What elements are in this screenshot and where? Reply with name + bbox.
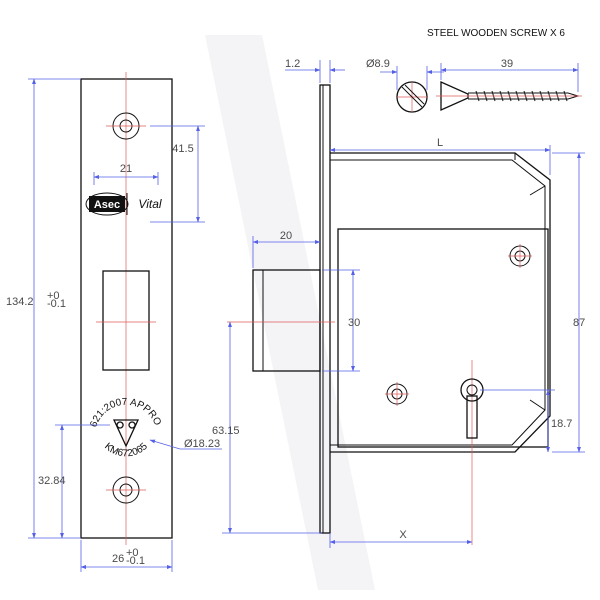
dim-bolt-height-label: 30 (348, 317, 360, 329)
watermark-shape (205, 35, 375, 590)
screw-detail: STEEL WOODEN SCREW X 6 Ø8.9 (366, 28, 582, 113)
dim-faceplate-height: 134.2 +0 -0.1 (6, 78, 81, 539)
dim-top-hole-offset-label: 41.5 (172, 143, 193, 155)
dim-kitemark-diameter: Ø18.23 (149, 438, 222, 450)
brand-logo-left: Asec (94, 199, 120, 211)
lock-case-inner-plate (337, 228, 549, 448)
brand-logo: Asec Vital (85, 192, 162, 216)
dim-body-height-label: 87 (573, 317, 585, 329)
dim-plate-thickness: 1.2 (285, 58, 345, 83)
deadbolt (252, 269, 321, 372)
faceplate-bolt-opening (102, 270, 150, 371)
kite-icon (112, 419, 140, 448)
dim-bottom-hole-offset-label: 32.84 (38, 475, 66, 487)
dim-screw-length-label: 39 (501, 58, 513, 70)
dim-bolt-throw: 20 (252, 230, 321, 268)
dim-keyhole-height-label: 18.7 (551, 418, 572, 430)
dim-faceplate-width-tol-upper: +0 (126, 547, 139, 559)
dim-body-length-label: L (437, 137, 443, 149)
dim-bolt-height: 30 (322, 269, 360, 372)
brand-logo-right: Vital (138, 197, 161, 211)
dim-body-length: L (329, 137, 551, 175)
dim-bolt-center-height: 63.15 (212, 321, 322, 534)
rivet-top-right (508, 244, 532, 268)
dim-faceplate-width: 26 +0 -0.1 (80, 540, 173, 572)
dim-bolt-throw-label: 20 (280, 230, 292, 242)
screw-side-icon (436, 80, 582, 112)
svg-text:KM672065: KM672065 (102, 441, 150, 460)
dim-bottom-hole-offset: 32.84 (38, 424, 110, 539)
dim-logo-width-label: 21 (120, 163, 132, 175)
dim-logo-width: 21 (93, 163, 159, 185)
faceplate-outline (80, 78, 173, 539)
dim-screw-head-label: Ø8.9 (366, 58, 390, 70)
lock-case-outline (330, 152, 551, 453)
faceplate-view: Asec Vital BS3621:2007 APPROVED KM672065… (0, 0, 222, 572)
dim-backset: X (329, 529, 473, 548)
dim-faceplate-height-tol-lower: -0.1 (47, 298, 66, 310)
dim-faceplate-width-tol-lower: -0.1 (126, 555, 145, 567)
dim-body-height: 87 (552, 152, 585, 453)
dim-plate-thickness-label: 1.2 (285, 58, 300, 70)
dim-screw-length: 39 (440, 58, 579, 92)
dim-backset-label: X (399, 529, 407, 541)
dim-kitemark-diameter-label: Ø18.23 (184, 438, 220, 450)
dim-faceplate-height-label: 134.2 (6, 296, 34, 308)
dim-faceplate-height-tol-upper: +0 (47, 290, 60, 302)
kitemark-licence-text: KM672065 (102, 441, 150, 460)
dim-top-hole-offset: 41.5 (150, 125, 205, 223)
screw-title: STEEL WOODEN SCREW X 6 (427, 28, 565, 39)
dim-keyhole-height: 18.7 (480, 389, 572, 453)
screw-head-icon (396, 81, 428, 113)
lockbody-view: 1.2 L 20 30 87 (212, 58, 585, 548)
dim-bolt-center-height-label: 63.15 (212, 425, 240, 437)
rivet-bottom-left (385, 382, 409, 406)
dim-faceplate-width-label: 26 (112, 553, 124, 565)
